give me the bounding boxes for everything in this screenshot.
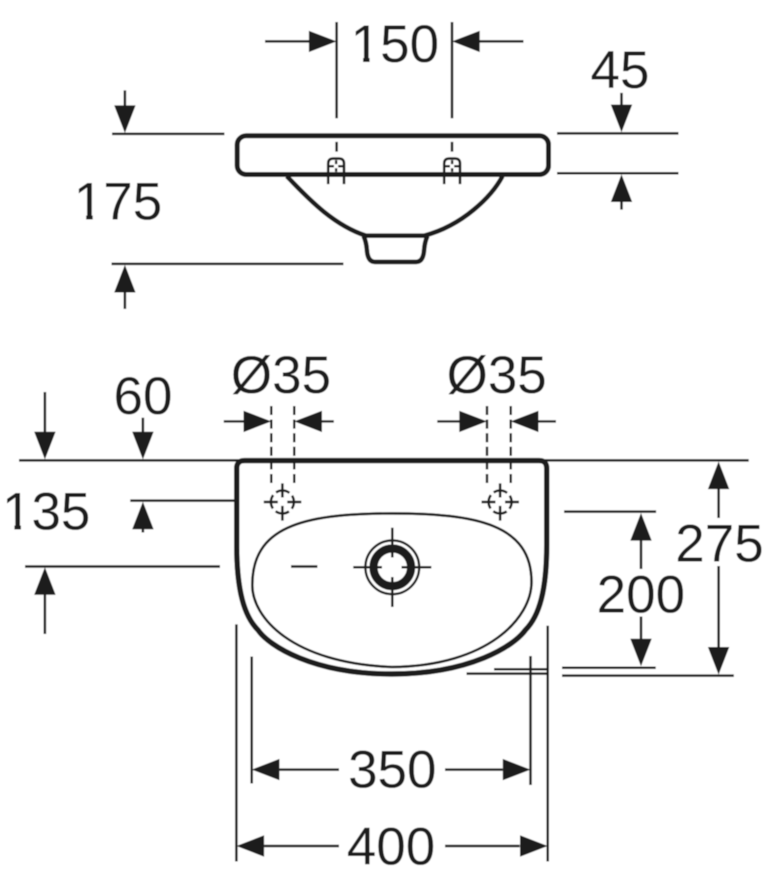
- svg-text:135: 135: [2, 483, 90, 542]
- svg-text:350: 350: [348, 741, 436, 800]
- svg-text:400: 400: [347, 818, 435, 877]
- svg-text:Ø35: Ø35: [231, 346, 331, 405]
- svg-text:45: 45: [591, 41, 650, 100]
- svg-text:Ø35: Ø35: [447, 346, 547, 405]
- svg-text:150: 150: [351, 15, 439, 74]
- svg-text:275: 275: [675, 515, 763, 574]
- svg-text:175: 175: [74, 173, 162, 232]
- svg-text:60: 60: [114, 367, 173, 426]
- svg-text:200: 200: [597, 566, 685, 625]
